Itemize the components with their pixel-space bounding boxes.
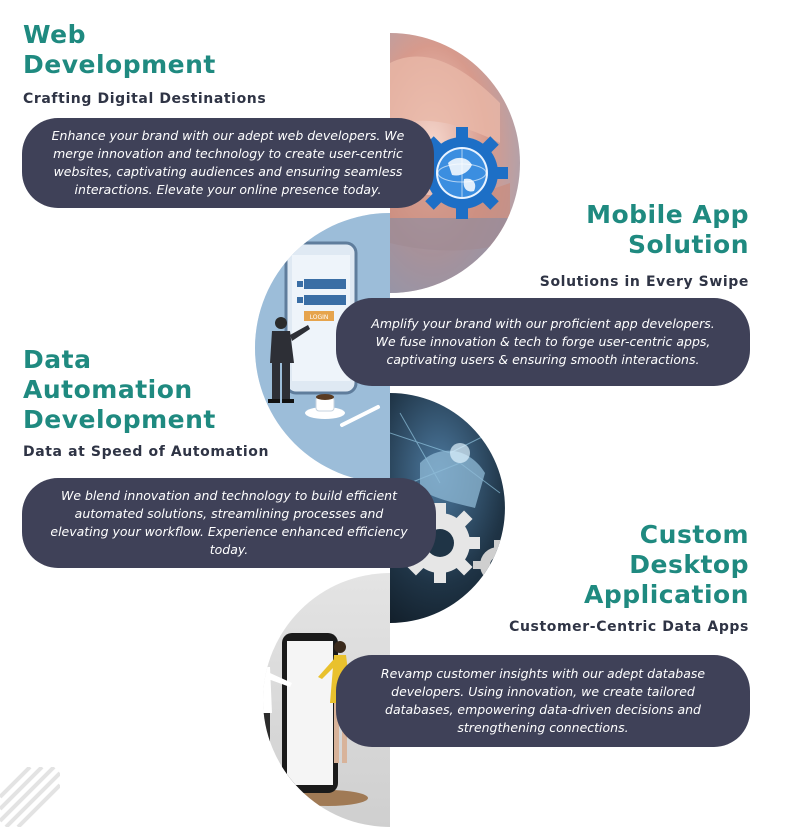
decorative-stripes [0, 767, 60, 827]
description-text: We blend innovation and technology to bu… [50, 488, 408, 557]
data-automation-description: We blend innovation and technology to bu… [22, 478, 436, 568]
title-line: Data [23, 345, 92, 374]
web-development-subtitle: Crafting Digital Destinations [23, 91, 267, 107]
web-development-title: Web Development [23, 20, 216, 80]
mobile-app-description: Amplify your brand with our proficient a… [336, 298, 750, 386]
data-automation-image [390, 393, 530, 623]
title-line: Solution [627, 230, 749, 259]
description-text: Enhance your brand with our adept web de… [51, 128, 405, 197]
robot-hand-gears-icon [390, 393, 505, 623]
desktop-app-description: Revamp customer insights with our adept … [336, 655, 750, 747]
title-line: Web [23, 20, 87, 49]
web-development-description: Enhance your brand with our adept web de… [22, 118, 434, 208]
title-line: Desktop [629, 550, 749, 579]
mobile-app-subtitle: Solutions in Every Swipe [539, 274, 749, 290]
title-line: Mobile App [586, 200, 749, 229]
description-text: Amplify your brand with our proficient a… [371, 316, 715, 367]
data-automation-subtitle: Data at Speed of Automation [23, 444, 270, 460]
desktop-app-subtitle: Customer-Centric Data Apps [509, 619, 749, 635]
title-line: Custom [639, 520, 749, 549]
title-line: Development [23, 405, 216, 434]
data-automation-title: Data Automation Development [23, 345, 216, 435]
desktop-app-title: Custom Desktop Application [584, 520, 749, 610]
title-line: Automation [23, 375, 193, 404]
title-line: Application [584, 580, 749, 609]
mobile-app-title: Mobile App Solution [586, 200, 749, 260]
description-text: Revamp customer insights with our adept … [380, 666, 706, 735]
title-line: Development [23, 50, 216, 79]
login-label: LOGIN [310, 314, 329, 321]
